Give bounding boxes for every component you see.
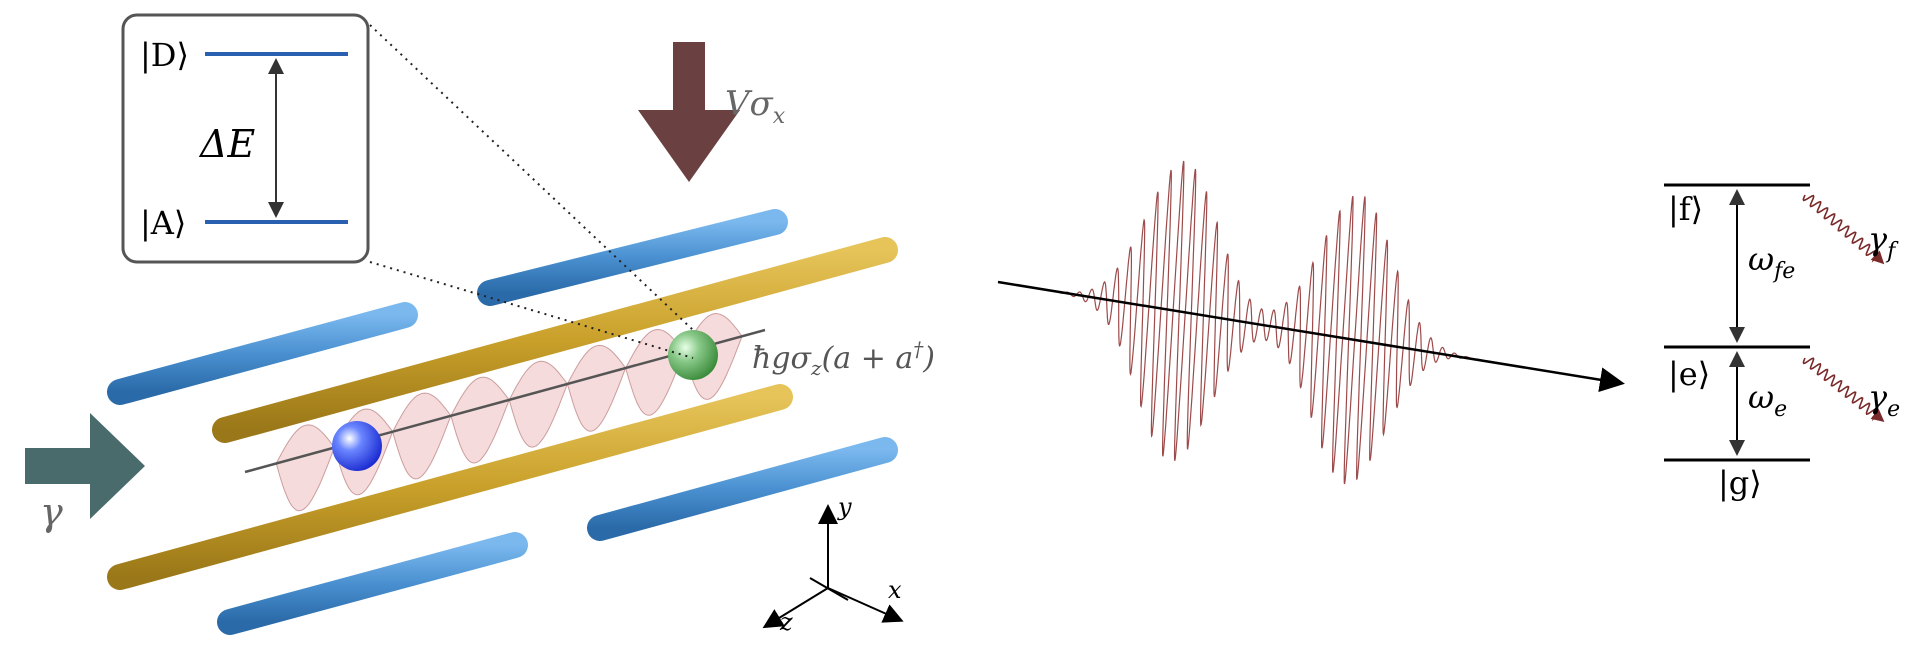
- rod-gold-bottom: [107, 384, 793, 590]
- phonon-lobe: [566, 344, 627, 432]
- wavepacket-trace: [1040, 160, 1500, 485]
- phonon-lobe: [275, 424, 335, 512]
- ket-f: |f⟩: [1668, 190, 1703, 228]
- omega-e-label: ωe: [1748, 378, 1787, 422]
- rod-blue-lower-right: [587, 437, 898, 541]
- rod-blue-upper-right: [477, 209, 788, 306]
- ket-D: |D⟩: [140, 36, 189, 74]
- omega-fe-label: ωfe: [1748, 240, 1795, 284]
- gamma-f-label: γf: [1868, 220, 1899, 264]
- rod-blue-lower-left: [217, 532, 528, 635]
- input-beam-arrow: [25, 413, 145, 519]
- phonon-lobe: [450, 376, 510, 464]
- gamma-e-label: γe: [1868, 378, 1900, 422]
- ket-A: |A⟩: [140, 204, 186, 242]
- decay-wiggle-e: [1802, 357, 1885, 423]
- rod-blue-upper-left: [107, 302, 418, 405]
- delta-E-label: ΔE: [198, 122, 255, 166]
- three-level-scheme: |f⟩ |e⟩ |g⟩ ωfe ωe γf γe: [1664, 183, 1900, 502]
- axis-z-label: z: [779, 608, 793, 636]
- ket-e: |e⟩: [1668, 355, 1710, 393]
- drive-label: Vσx: [725, 84, 786, 129]
- drive-arrow: [638, 42, 740, 182]
- photon-wavepackets: [1040, 160, 1500, 485]
- ket-g: |g⟩: [1718, 464, 1762, 502]
- energy-level-inset: |D⟩ |A⟩ ΔE: [121, 13, 370, 264]
- ion-blue: [332, 421, 382, 471]
- input-beam-label: γ: [40, 490, 63, 534]
- phonon-lobe: [392, 392, 452, 480]
- propagation-axis: [997, 280, 1625, 393]
- coordinate-axes: [762, 504, 904, 629]
- axis-x-label: x: [888, 576, 902, 604]
- phonon-lobe: [508, 360, 568, 448]
- decay-wiggle-f: [1802, 194, 1885, 265]
- rod-gold-top: [212, 237, 898, 443]
- axis-y-label: y: [837, 493, 852, 521]
- ion-green: [668, 330, 718, 380]
- zoom-line-bottom: [369, 261, 694, 359]
- coupling-label: ħgσz(a + a†): [752, 337, 935, 380]
